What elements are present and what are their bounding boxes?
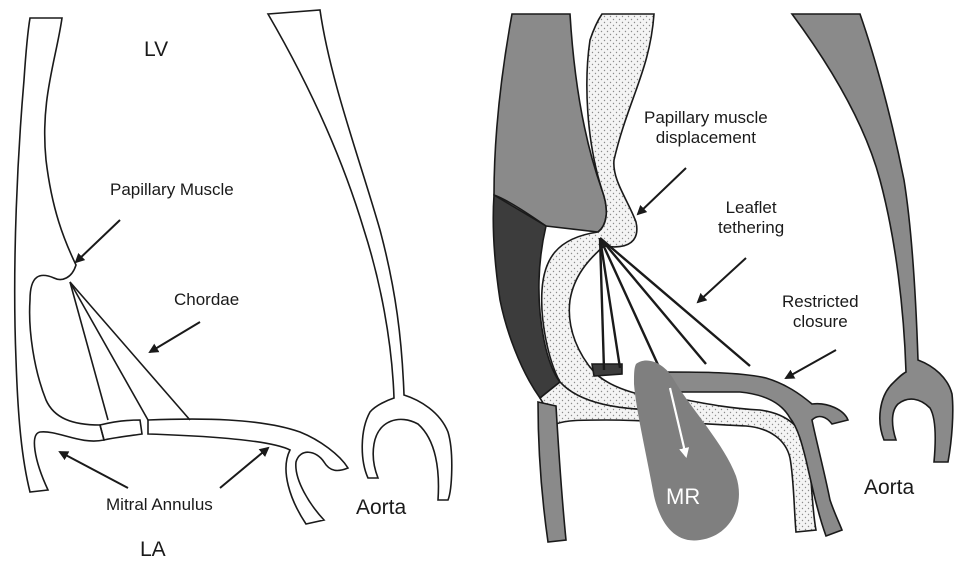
label-mitral-annulus: Mitral Annulus <box>106 495 213 515</box>
arrow-leaflet-tethering <box>698 258 746 302</box>
lv-wall-left <box>15 18 104 492</box>
left-aorta-wall <box>268 10 452 500</box>
arrow-papillary <box>76 220 120 262</box>
left-panel <box>15 10 452 524</box>
label-papillary-displacement-line1: Papillary muscle <box>644 108 768 128</box>
left-leaflet-posterior <box>100 420 142 440</box>
label-leaflet-tethering: Leaflet tethering <box>718 198 784 237</box>
arrow-papillary-displacement <box>638 168 686 214</box>
label-chordae: Chordae <box>174 290 239 310</box>
label-restricted-closure: Restricted closure <box>782 292 859 331</box>
right-aorta-gray <box>792 14 953 462</box>
arrow-annulus-right <box>220 448 268 488</box>
right-posterior-leaflet-dark <box>592 364 622 376</box>
label-la: LA <box>140 538 166 562</box>
label-aorta-left: Aorta <box>356 496 406 520</box>
label-mr: MR <box>666 484 700 509</box>
label-papillary-displacement-line2: displacement <box>644 128 768 148</box>
arrow-chordae <box>150 322 200 352</box>
arrow-annulus-left <box>60 452 128 488</box>
label-leaflet-tethering-line2: tethering <box>718 218 784 238</box>
label-papillary-muscle: Papillary Muscle <box>110 180 234 200</box>
chordae-line-3 <box>70 282 190 420</box>
label-aorta-right: Aorta <box>864 476 914 500</box>
label-papillary-displacement: Papillary muscle displacement <box>644 108 768 147</box>
label-restricted-closure-line1: Restricted <box>782 292 859 312</box>
label-lv: LV <box>144 38 168 62</box>
right-chordae <box>600 238 750 378</box>
label-leaflet-tethering-line1: Leaflet <box>718 198 784 218</box>
arrow-restricted-closure <box>786 350 836 378</box>
label-restricted-closure-line2: closure <box>782 312 859 332</box>
left-arrows <box>60 220 268 488</box>
chordae-line-2 <box>70 282 148 420</box>
